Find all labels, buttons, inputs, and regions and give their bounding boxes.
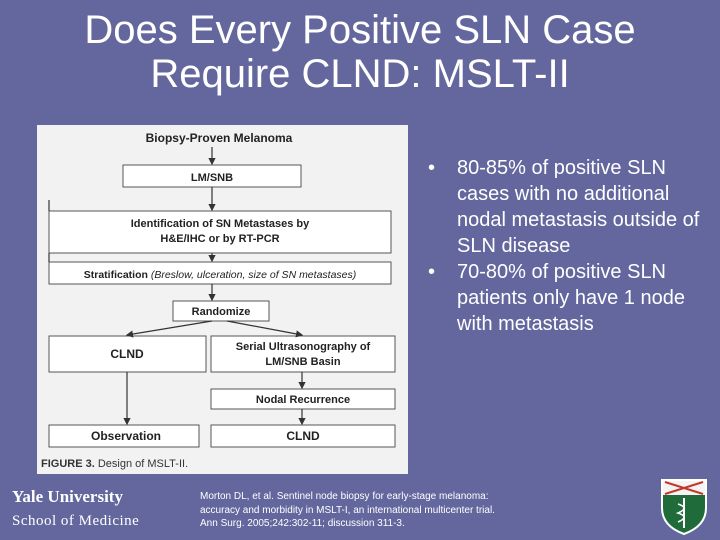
slide-title-line-2: Require CLND: MSLT-II: [150, 52, 570, 96]
label-clnd-left: CLND: [110, 347, 144, 361]
bullet-list: • 80-85% of positive SLN cases with no a…: [428, 155, 718, 337]
bullet-text: 70-80% of positive SLN patients only hav…: [457, 261, 685, 335]
label-stratification-detail: (Breslow, ulceration, size of SN metasta…: [148, 269, 356, 281]
label-lmsnb: LM/SNB: [191, 172, 233, 184]
label-stratification-bold: Stratification: [84, 269, 148, 281]
bullet-dot: •: [428, 261, 436, 283]
label-identification-2: H&E/IHC or by RT-PCR: [160, 233, 279, 245]
box-stratification: [48, 261, 392, 285]
label-randomize: Randomize: [192, 306, 251, 318]
citation-line-1: Morton DL, et al. Sentinel node biopsy f…: [200, 491, 489, 502]
box-randomize: [172, 300, 270, 322]
arrow-5-left: [125, 320, 213, 338]
yale-footer-logo: Yale University School of Medicine: [12, 486, 139, 534]
bullet-text: 80-85% of positive SLN cases with no add…: [457, 157, 700, 257]
citation: Morton DL, et al. Sentinel node biopsy f…: [200, 490, 600, 531]
yale-medicine-shield-icon: [661, 479, 707, 536]
bullet-item: • 70-80% of positive SLN patients only h…: [428, 259, 718, 337]
figure-caption-label: FIGURE 3.: [41, 458, 95, 470]
box-identification: [48, 210, 392, 254]
label-serial-1: Serial Ultrasonography of: [236, 341, 371, 353]
arrow-5-right: [226, 320, 304, 338]
label-serial-2: LM/SNB Basin: [265, 356, 340, 368]
flow-diagram: Biopsy-Proven Melanoma LM/SNB Identifica…: [41, 131, 396, 470]
bullet-item: • 80-85% of positive SLN cases with no a…: [428, 155, 718, 259]
label-biopsy-proven-melanoma: Biopsy-Proven Melanoma: [146, 131, 293, 145]
figure-caption: FIGURE 3. Design of MSLT-II.: [41, 458, 188, 470]
university-name: Yale University: [12, 487, 123, 506]
citation-line-2: accuracy and morbidity in MSLT-I, an int…: [200, 504, 495, 516]
label-nodal-recurrence: Nodal Recurrence: [256, 394, 350, 406]
bullet-dot: •: [428, 157, 436, 179]
school-name: School of Medicine: [12, 513, 140, 529]
label-clnd-right: CLND: [286, 429, 320, 443]
label-observation: Observation: [91, 429, 161, 443]
citation-line-3: Ann Surg. 2005;242:302-11; discussion 31…: [200, 518, 405, 529]
mslt-ii-design-figure: Biopsy-Proven Melanoma LM/SNB Identifica…: [37, 125, 408, 474]
label-identification-1: Identification of SN Metastases by: [131, 218, 310, 230]
slide-title: Does Every Positive SLN Case Require CLN…: [0, 8, 720, 96]
figure-caption-text: Design of MSLT-II.: [95, 458, 188, 470]
label-stratification: Stratification (Breslow, ulceration, siz…: [84, 269, 357, 281]
slide-title-line-1: Does Every Positive SLN Case: [84, 8, 636, 52]
